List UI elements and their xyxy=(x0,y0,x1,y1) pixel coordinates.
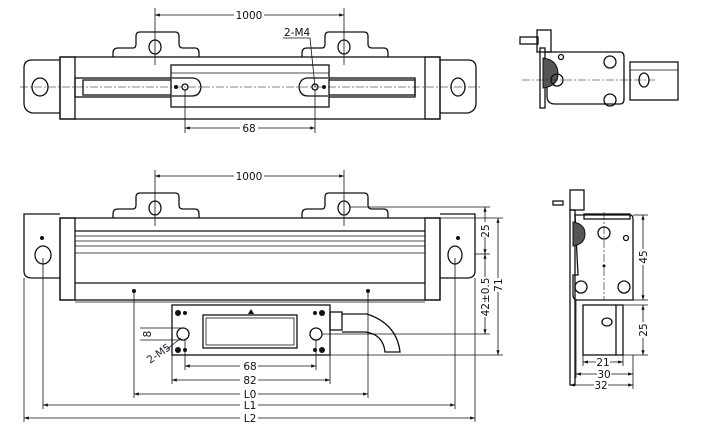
front-view: 1000 25 42±0.5 71 8 2-M5 68 82 L0 xyxy=(23,170,505,425)
side-body-lower xyxy=(572,214,634,301)
side-view-top xyxy=(519,29,679,109)
slot-left xyxy=(172,77,202,97)
side-reader-box xyxy=(582,304,624,356)
end-cap-right xyxy=(424,56,441,120)
front-dim-l2: L2 xyxy=(244,413,257,425)
side-dim-25: 25 xyxy=(638,323,650,336)
top-dim-1000: 1000 xyxy=(236,10,263,22)
front-tab-left xyxy=(112,192,200,218)
front-tab-right xyxy=(301,192,389,218)
side-dim-30: 30 xyxy=(597,369,610,381)
front-end-plate-left xyxy=(23,213,60,279)
top-thread-callout: 2-M4 xyxy=(284,27,311,39)
reader-cable xyxy=(342,313,401,353)
end-bracket-right xyxy=(440,59,477,114)
front-dim-1000: 1000 xyxy=(236,171,263,183)
mount-tab-left xyxy=(112,31,200,57)
front-dim-l0: L0 xyxy=(244,389,257,401)
side-dim-45: 45 xyxy=(638,250,650,263)
front-dim-71: 71 xyxy=(493,278,505,291)
front-dim-25: 25 xyxy=(480,224,492,237)
side-dim-21: 21 xyxy=(596,357,609,369)
front-dim-82: 82 xyxy=(243,375,256,387)
front-dim-42: 42±0.5 xyxy=(480,278,492,317)
end-bracket-left xyxy=(23,59,60,114)
side-view-bottom: 45 25 21 30 32 xyxy=(552,189,650,392)
front-end-plate-right xyxy=(440,213,476,279)
front-dim-8: 8 xyxy=(142,331,154,338)
reader-window xyxy=(202,314,298,349)
top-dim-68: 68 xyxy=(242,123,255,135)
mount-tab-right xyxy=(301,31,389,57)
top-view: 1000 68 2-M4 xyxy=(20,8,480,135)
side-dim-32: 32 xyxy=(594,380,607,392)
front-dim-l1: L1 xyxy=(244,400,257,412)
reader-slider xyxy=(170,64,330,108)
end-cap-left xyxy=(59,56,76,120)
side-connector xyxy=(629,61,679,101)
front-thread-callout: 2-M5 xyxy=(145,342,173,367)
side-body xyxy=(545,51,625,105)
front-scale-body xyxy=(59,217,441,301)
front-dim-68: 68 xyxy=(243,361,256,373)
slot-right xyxy=(298,77,328,97)
